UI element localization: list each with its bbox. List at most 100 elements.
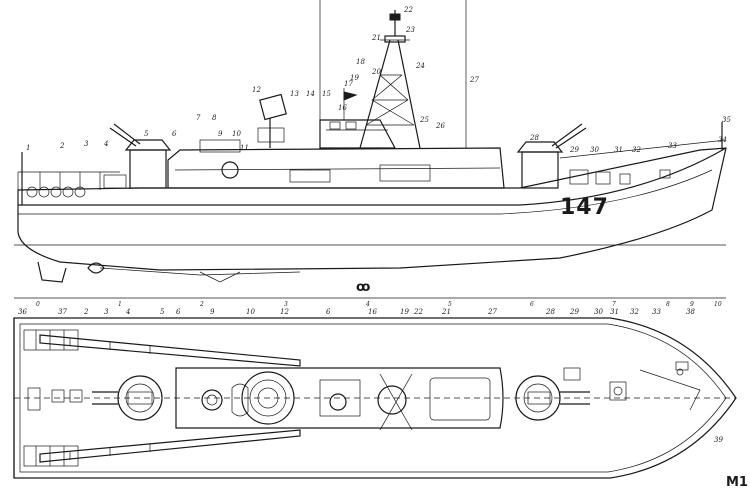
- side-callout-30: 30: [590, 146, 599, 154]
- side-callout-9: 9: [218, 130, 223, 138]
- plan-callout-19: 19: [400, 308, 409, 316]
- plan-callout-28: 28: [545, 308, 555, 316]
- side-callout-35: 35: [722, 116, 731, 124]
- midship-symbol: ꝏ: [356, 280, 370, 295]
- plan-callout-31: 31: [610, 308, 619, 316]
- station-scale: 0 1 2 3 4 5 6 7 8 9 10: [14, 297, 726, 308]
- plan-callout-27: 27: [487, 308, 497, 316]
- sheer-line: [18, 147, 727, 206]
- side-callout-1: 1: [26, 144, 30, 152]
- side-callout-11: 11: [240, 144, 249, 152]
- side-callout-15: 15: [322, 90, 331, 98]
- hull-outline: [17, 147, 727, 271]
- side-callout-17: 17: [344, 80, 353, 88]
- fore-gun-mount: [516, 123, 587, 189]
- station-mark-s0: 0: [36, 301, 40, 308]
- plan-callout-2: 2: [83, 308, 89, 316]
- plan-callout-16: 16: [368, 308, 377, 316]
- aft-gun-mount: [103, 123, 172, 189]
- plan-callout-21: 21: [441, 308, 451, 316]
- station-mark-s8: 8: [666, 301, 670, 308]
- skeg: [37, 261, 67, 283]
- side-elevation: 147 ꝏ: [14, 0, 727, 295]
- side-callout-34: 34: [718, 136, 727, 144]
- side-callout-20: 20: [371, 68, 381, 76]
- side-callout-22: 22: [403, 6, 413, 14]
- side-callout-5: 5: [144, 130, 149, 138]
- shaft-bracket: [199, 271, 241, 283]
- rubbing-strake: [18, 169, 713, 215]
- forecastle-plan-fittings: [563, 361, 701, 411]
- side-callout-24: 24: [415, 62, 425, 70]
- side-callout-29: 29: [569, 146, 579, 154]
- side-callout-12: 12: [252, 86, 261, 94]
- side-callout-27: 27: [469, 76, 479, 84]
- bridge: [319, 119, 397, 149]
- side-callout-26: 26: [435, 122, 445, 130]
- station-mark-s10: 10: [714, 301, 722, 308]
- plan-callout-39: 39: [714, 436, 723, 444]
- plan-callout-6: 6: [176, 308, 181, 316]
- side-callout-7: 7: [196, 114, 201, 122]
- lattice-mast: [359, 10, 421, 149]
- station-mark-s7: 7: [612, 301, 616, 308]
- side-callout-28: 28: [529, 134, 539, 142]
- forecastle-fittings: [559, 139, 727, 185]
- plan-callout-37: 37: [58, 308, 67, 316]
- plan-callout-5: 5: [160, 308, 165, 316]
- station-mark-s2: 2: [199, 301, 204, 308]
- plan-view-callouts: 36 37 2 3 4 5 6 9 10 12 6 16 19 22 21 27 28 29 30 31 32 33 38 3…: [18, 308, 723, 444]
- plan-callout-9: 9: [210, 308, 215, 316]
- station-mark-s3: 3: [284, 301, 288, 308]
- side-callout-14: 14: [306, 90, 315, 98]
- station-mark-s9: 9: [690, 301, 694, 308]
- plan-callout-29: 29: [569, 308, 579, 316]
- side-callout-25: 25: [419, 116, 429, 124]
- side-callout-2: 2: [59, 142, 65, 150]
- side-callout-4: 4: [103, 140, 108, 148]
- station-mark-s6: 6: [530, 301, 534, 308]
- sheet-id: M1: [726, 475, 748, 490]
- plan-callout-12: 12: [280, 308, 289, 316]
- plan-callout-3: 3: [104, 308, 109, 316]
- plan-view: [13, 317, 737, 479]
- hull-number: 147: [560, 195, 609, 220]
- side-callout-16: 16: [338, 104, 347, 112]
- station-mark-s5: 5: [448, 301, 452, 308]
- plan-callout-38: 38: [686, 308, 695, 316]
- depth-charge-rack: [26, 186, 86, 198]
- deckhouse-plan: [175, 367, 504, 431]
- side-callout-3: 3: [84, 140, 89, 148]
- side-callout-32: 32: [632, 146, 641, 154]
- side-callout-8: 8: [212, 114, 217, 122]
- side-callout-21: 21: [371, 34, 381, 42]
- flag: [343, 91, 358, 101]
- mine-rails: [23, 329, 83, 467]
- plan-callout-22: 22: [413, 308, 423, 316]
- deckhouse: [167, 139, 505, 189]
- plan-callout-32: 32: [630, 308, 639, 316]
- plan-callout-30: 30: [594, 308, 603, 316]
- side-callout-10: 10: [232, 130, 241, 138]
- plan-callout-10: 10: [246, 308, 255, 316]
- side-callout-23: 23: [405, 26, 415, 34]
- plan-callout-36: 36: [18, 308, 27, 316]
- side-callout-13: 13: [290, 90, 299, 98]
- side-callout-31: 31: [614, 146, 623, 154]
- side-callout-18: 18: [356, 58, 365, 66]
- plan-callout-33: 33: [652, 308, 661, 316]
- side-callout-33: 33: [668, 142, 677, 150]
- side-callout-6: 6: [172, 130, 177, 138]
- aft-gun-plan: [92, 375, 163, 421]
- plan-callout-6b: 6: [326, 308, 331, 316]
- station-mark-s1: 1: [118, 301, 122, 308]
- side-callout-19: 19: [350, 74, 359, 82]
- radar-director: [257, 93, 287, 148]
- station-mark-s4: 4: [365, 301, 370, 308]
- launch-rails: [39, 334, 301, 463]
- plan-callout-4: 4: [125, 308, 130, 316]
- shaft-line: [99, 267, 301, 276]
